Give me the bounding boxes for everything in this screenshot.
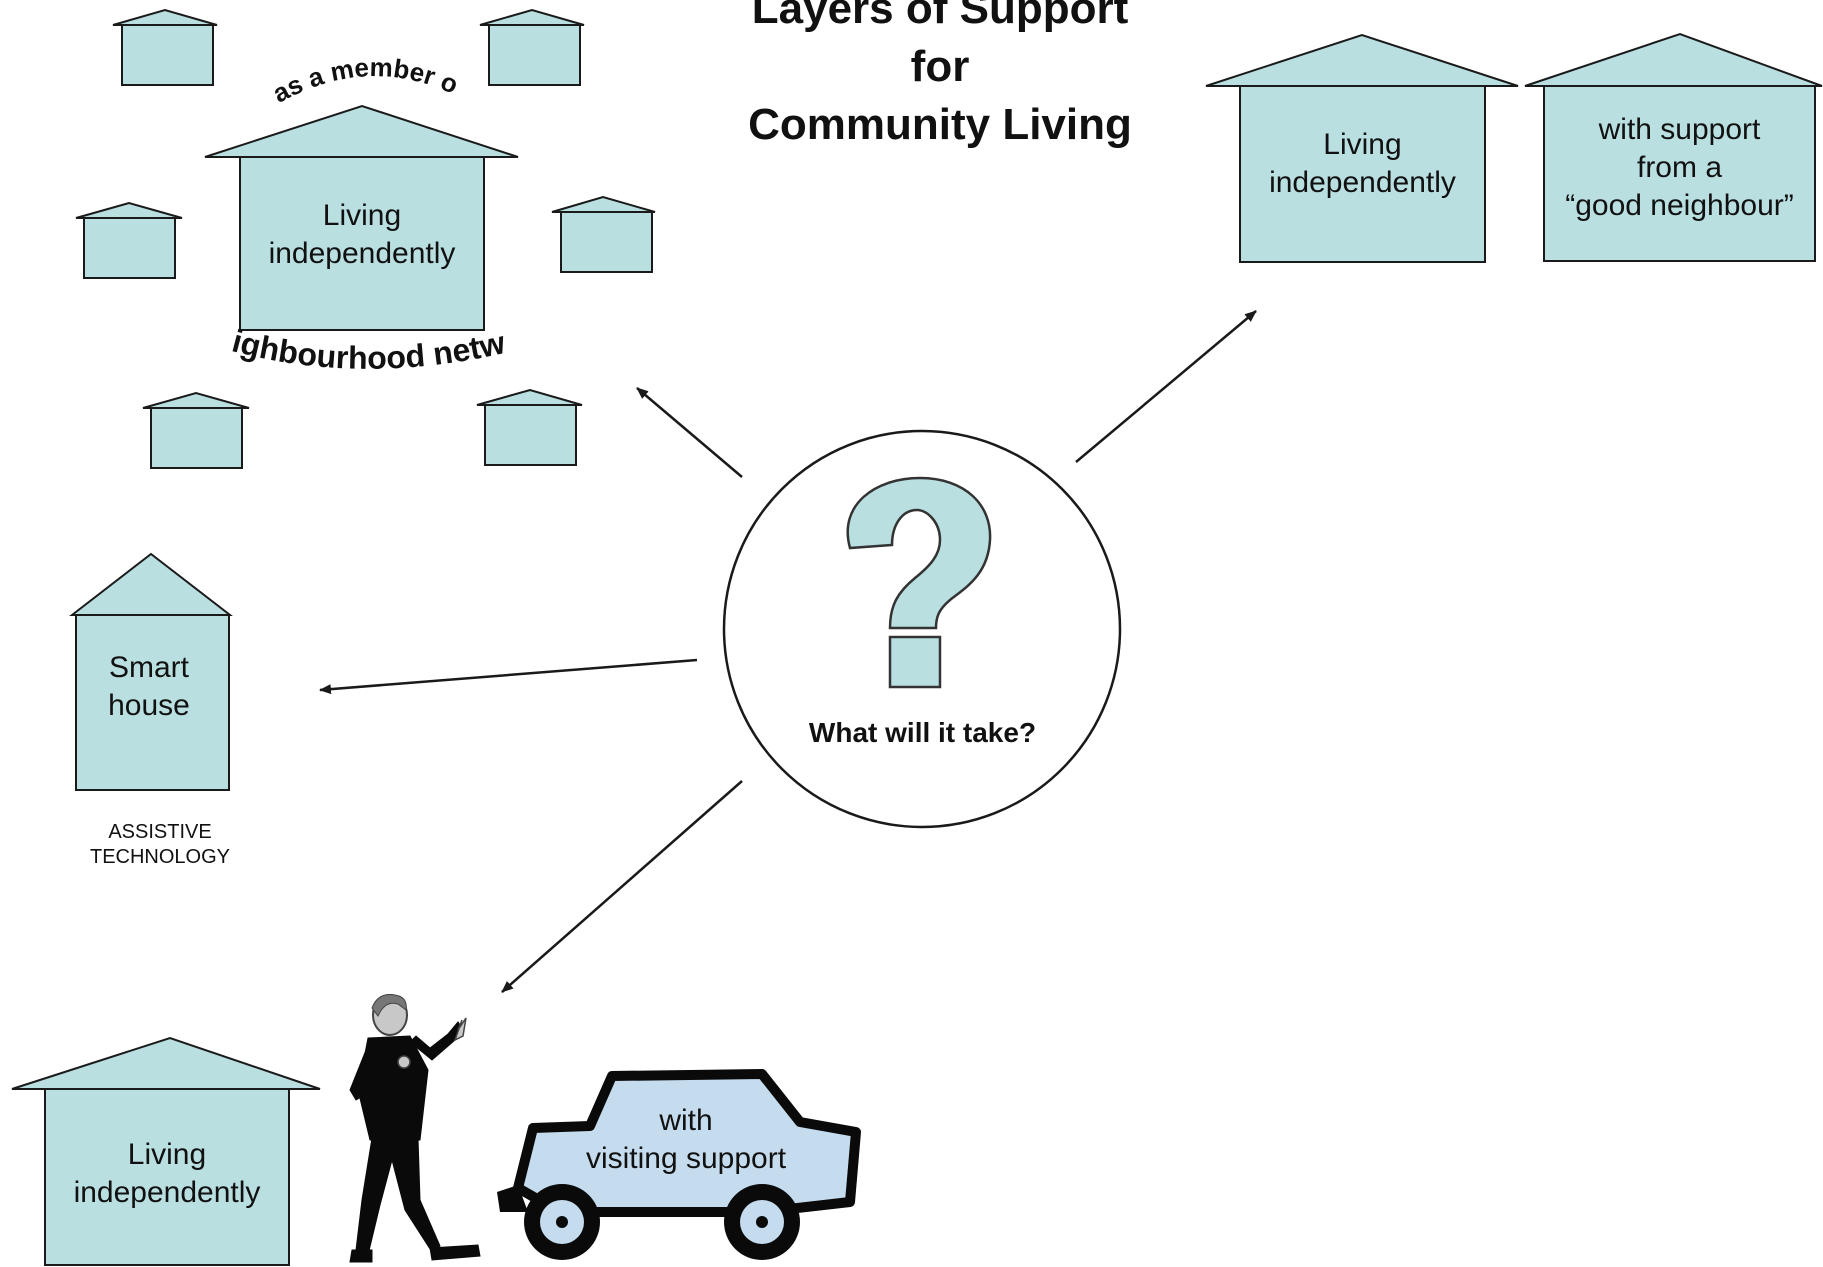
small-house-4: [551, 195, 656, 273]
car-line-1: with: [659, 1104, 713, 1137]
question-mark-icon: [846, 476, 992, 689]
caption-line-2: TECHNOLOGY: [89, 846, 231, 868]
visiting-house-group: [11, 1036, 321, 1266]
network-house-line-1: Living: [322, 199, 402, 232]
car-label: with visiting support: [560, 1102, 812, 1178]
small-house-1: [112, 8, 218, 86]
car-wheel-front: [524, 1184, 600, 1260]
neighbour-house2-line-2: from a: [1636, 151, 1723, 184]
smart-house-group: [69, 552, 233, 791]
person-figure: [349, 994, 481, 1263]
neighour-house-right: [1524, 32, 1823, 262]
neighbour-house-left: [1205, 33, 1519, 263]
arrow-to-visiting: [501, 780, 743, 993]
network-center-house: [204, 104, 519, 331]
visiting-house-line-1: Living: [127, 1138, 207, 1171]
neighbour-house1-line-2: independently: [1269, 166, 1456, 199]
arc-text-top: as a member of: [0, 0, 463, 109]
title-line-3: Community Living: [748, 100, 1132, 149]
title-line-1: Layers of Support: [751, 0, 1129, 33]
smart-house-line-1: Smart: [108, 651, 189, 684]
car-line-2: visiting support: [585, 1142, 787, 1175]
neighbour-house1-line-1: Living: [1323, 128, 1402, 161]
visiting-house-label: Living independently: [45, 1136, 289, 1212]
neighbour-house2-line-1: with support: [1598, 113, 1761, 146]
arrow-to-network: [636, 387, 743, 478]
neighbour-house2-label: with support from a “good neighbour”: [1544, 111, 1815, 225]
smart-house-line-2: house: [108, 689, 190, 722]
car-wheel-rear: [724, 1184, 800, 1260]
small-house-5: [142, 391, 250, 469]
diagram-title: Layers of Support for Community Living: [690, 0, 1190, 154]
smart-house-label: Smart house: [76, 649, 222, 725]
caption-line-1: ASSISTIVE: [108, 821, 212, 843]
small-house-6: [476, 388, 583, 466]
network-house-label: Living independently: [240, 197, 484, 273]
center-question-label: What will it take?: [808, 717, 1037, 748]
arrows: [319, 310, 1257, 993]
small-house-3: [75, 201, 183, 279]
center-circle: [722, 429, 1122, 829]
visiting-house-line-2: independently: [73, 1176, 261, 1209]
assistive-technology-caption: ASSISTIVE TECHNOLOGY: [60, 820, 260, 870]
arrow-to-smart-house: [319, 658, 698, 695]
network-house-line-2: independently: [268, 237, 456, 270]
neighbour-house1-label: Living independently: [1240, 126, 1485, 202]
car-icon: [497, 1069, 861, 1260]
small-house-2: [479, 8, 585, 86]
neighbour-house2-line-3: “good neighbour”: [1565, 189, 1794, 222]
arrow-to-neighbour: [1075, 310, 1257, 463]
title-line-2: for: [910, 42, 970, 91]
good-neighbour-group: [1205, 32, 1823, 263]
